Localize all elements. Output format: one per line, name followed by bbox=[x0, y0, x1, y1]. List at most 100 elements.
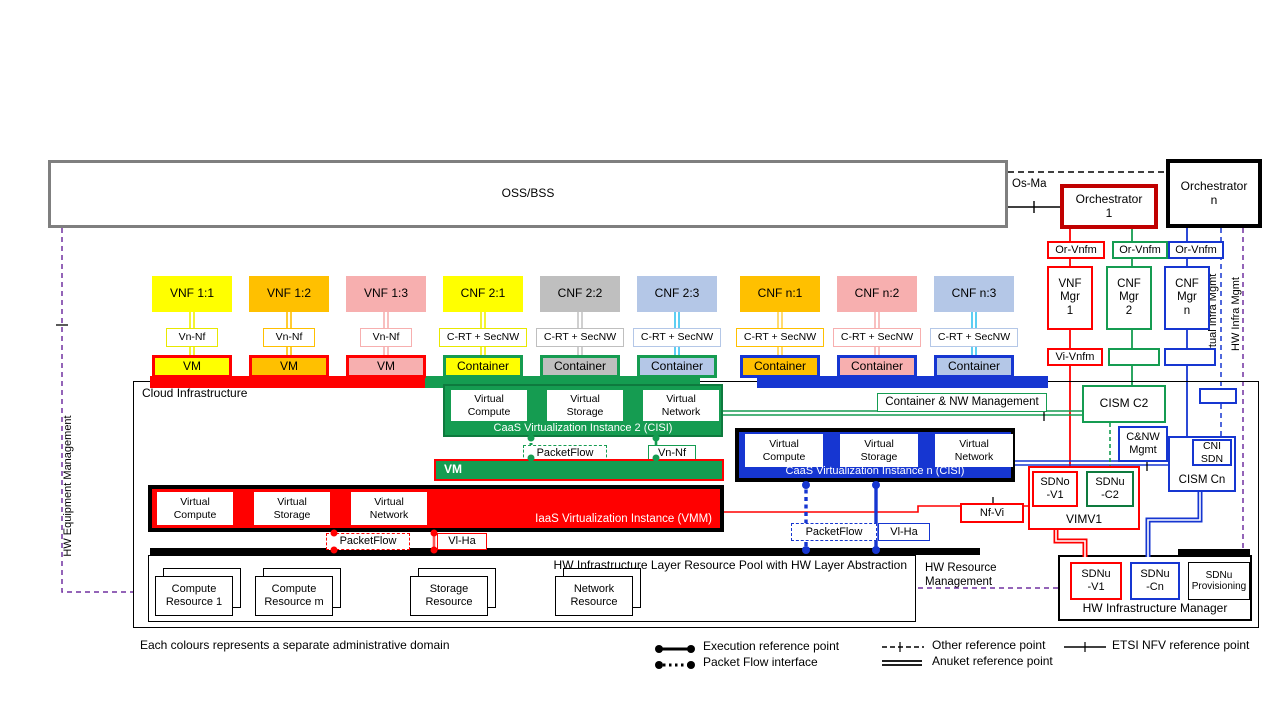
legend-glyph-other bbox=[882, 642, 924, 652]
nf-runtime-box: Container bbox=[740, 355, 820, 378]
legend-item-label: Execution reference point bbox=[703, 639, 840, 653]
nf-vi-label: Nf-Vi bbox=[960, 503, 1024, 523]
oss-bss-box: OSS/BSS bbox=[48, 160, 1008, 228]
or-vnfm-green-box: Or-Vnfm bbox=[1112, 241, 1168, 259]
caasn-packetflow-label: PacketFlow bbox=[791, 523, 877, 541]
legend-note: Each colours represents a separate admin… bbox=[140, 638, 450, 652]
caasn-virtual-compute: Virtual Compute bbox=[745, 434, 823, 467]
nf-box: VNF 1:1 bbox=[152, 276, 232, 312]
nf-box: CNF n:3 bbox=[934, 276, 1014, 312]
vim-box: SDNo -V1 SDNu -C2 VIMV1 bbox=[1028, 466, 1140, 530]
nf-reference-label: C-RT + SecNW bbox=[536, 328, 624, 347]
nf-runtime-box: Container bbox=[934, 355, 1014, 378]
caas2-vn-nf-label: Vn-Nf bbox=[648, 445, 696, 462]
hw-infra-manager-label: HW Infrastructure Manager bbox=[1082, 601, 1228, 615]
os-ma-label: Os-Ma bbox=[1012, 178, 1047, 190]
legend-glyph-exec bbox=[655, 645, 695, 653]
hw-resource-box: Compute Resource 1 bbox=[155, 576, 233, 616]
caasn-virtual-network: Virtual Network bbox=[935, 434, 1013, 467]
container-nw-mgmt-label: Container & NW Management bbox=[877, 393, 1047, 412]
nf-reference-label: Vn-Nf bbox=[360, 328, 412, 347]
iaas-virtual-network: Virtual Network bbox=[350, 491, 428, 526]
vi-vnfm-box: Vi-Vnfm bbox=[1047, 348, 1103, 366]
hw-equipment-mgmt-line bbox=[61, 228, 133, 593]
hw-pool-box: HW Infrastructure Layer Resource Pool wi… bbox=[148, 555, 916, 622]
caasn-domain-bar bbox=[757, 376, 1048, 388]
cnf-mgr-n-box: CNF Mgr n bbox=[1164, 266, 1210, 330]
nf-reference-label: C-RT + SecNW bbox=[736, 328, 824, 347]
iaas-title: IaaS Virtualization Instance (VMM) bbox=[535, 513, 712, 525]
cism-cn-box: CNI SDN CISM Cn bbox=[1168, 436, 1236, 492]
legend-item-label: ETSI NFV reference point bbox=[1112, 638, 1250, 652]
legend-item-label: Anuket reference point bbox=[932, 654, 1053, 668]
legend-glyph-etsi bbox=[1064, 642, 1106, 652]
cism-c2-box: CISM C2 bbox=[1082, 385, 1166, 423]
nf-reference-label: C-RT + SecNW bbox=[930, 328, 1018, 347]
nf-reference-label: C-RT + SecNW bbox=[833, 328, 921, 347]
or-vnfm-blue-box: Or-Vnfm bbox=[1168, 241, 1224, 259]
hw-pool-title: HW Infrastructure Layer Resource Pool wi… bbox=[553, 558, 907, 572]
caas2-virtual-compute: Virtual Compute bbox=[451, 390, 527, 421]
oss-bss-label: OSS/BSS bbox=[501, 186, 555, 201]
hw-abstraction-bar bbox=[150, 548, 980, 555]
cloud-infrastructure-label: Cloud Infrastructure bbox=[142, 386, 248, 400]
nf-runtime-box: Container bbox=[540, 355, 620, 378]
cism-cn-label: CISM Cn bbox=[1178, 474, 1226, 486]
hw-resource-box: Storage Resource bbox=[410, 576, 488, 616]
caasn-title: CaaS Virtualization Instance n (CISI) bbox=[785, 465, 965, 477]
iaas-box: Virtual Compute Virtual Storage Virtual … bbox=[148, 485, 724, 532]
orchestrator-n-box: Orchestrator n bbox=[1166, 159, 1262, 228]
hw-resource-box: Compute Resource m bbox=[255, 576, 333, 616]
sdnu-provisioning-box: SDNu Provisioning bbox=[1188, 562, 1250, 600]
iaas-vl-ha-label: Vl-Ha bbox=[437, 533, 487, 550]
nf-runtime-box: Container bbox=[837, 355, 917, 378]
nf-box: CNF n:1 bbox=[740, 276, 820, 312]
nf-runtime-box: VM bbox=[152, 355, 232, 378]
hw-infra-manager-box: SDNu -V1 SDNu -Cn SDNu Provisioning HW I… bbox=[1058, 555, 1252, 621]
caas2-box: Virtual Compute Virtual Storage Virtual … bbox=[443, 384, 723, 437]
sdnu-cn-box: SDNu -Cn bbox=[1130, 562, 1180, 600]
nf-runtime-box: VM bbox=[249, 355, 329, 378]
cnw-mgmt-box: C&NW Mgmt bbox=[1118, 426, 1168, 462]
nf-box: CNF 2:2 bbox=[540, 276, 620, 312]
cni-sdn-box: CNI SDN bbox=[1192, 439, 1232, 466]
legend-glyph-anuket bbox=[882, 660, 922, 666]
legend-item-label: Other reference point bbox=[932, 638, 1046, 652]
orchestrator-1-box: Orchestrator 1 bbox=[1060, 184, 1158, 229]
nf-box: CNF n:2 bbox=[837, 276, 917, 312]
caasn-vl-ha-label: Vl-Ha bbox=[878, 523, 930, 541]
vnf-mgr-1-box: VNF Mgr 1 bbox=[1047, 266, 1093, 330]
or-vnfm-red-box: Or-Vnfm bbox=[1047, 241, 1105, 259]
nf-reference-label: Vn-Nf bbox=[166, 328, 218, 347]
nf-box: CNF 2:1 bbox=[443, 276, 523, 312]
nf-reference-label: Vn-Nf bbox=[263, 328, 315, 347]
legend-item-label: Packet Flow interface bbox=[703, 655, 818, 669]
hw-infra-mgmt-label: HW Infra Mgmt bbox=[1230, 277, 1242, 351]
nf-runtime-box: VM bbox=[346, 355, 426, 378]
caas2-title: CaaS Virtualization Instance 2 (CISI) bbox=[493, 422, 673, 434]
vi-vnfm-blue-empty-box bbox=[1164, 348, 1216, 366]
virtual-infra-empty-box bbox=[1199, 388, 1237, 404]
hw-equipment-mgmt-label: HW Equipment Management bbox=[62, 415, 74, 557]
nf-reference-label: C-RT + SecNW bbox=[439, 328, 527, 347]
iaas-domain-bar bbox=[150, 376, 430, 388]
hw-resource-mgmt-label: HW Resource Management bbox=[925, 562, 997, 589]
cnf-mgr-2-box: CNF Mgr 2 bbox=[1106, 266, 1152, 330]
vim-label: VIMV1 bbox=[1065, 512, 1102, 526]
iaas-packetflow-label: PacketFlow bbox=[326, 533, 410, 550]
caas2-virtual-network: Virtual Network bbox=[643, 390, 719, 421]
nf-runtime-box: Container bbox=[637, 355, 717, 378]
vm-platform-bar: VM bbox=[434, 459, 724, 481]
nf-box: VNF 1:2 bbox=[249, 276, 329, 312]
vm-platform-label: VM bbox=[444, 462, 462, 476]
caas2-virtual-storage: Virtual Storage bbox=[547, 390, 623, 421]
nf-reference-label: C-RT + SecNW bbox=[633, 328, 721, 347]
sdnu-provisioning-bar bbox=[1178, 549, 1250, 555]
iaas-virtual-storage: Virtual Storage bbox=[253, 491, 331, 526]
caasn-virtual-storage: Virtual Storage bbox=[840, 434, 918, 467]
nf-box: VNF 1:3 bbox=[346, 276, 426, 312]
sdno-v1-box: SDNo -V1 bbox=[1032, 471, 1078, 507]
sdnu-v1-box: SDNu -V1 bbox=[1070, 562, 1122, 600]
nf-runtime-box: Container bbox=[443, 355, 523, 378]
